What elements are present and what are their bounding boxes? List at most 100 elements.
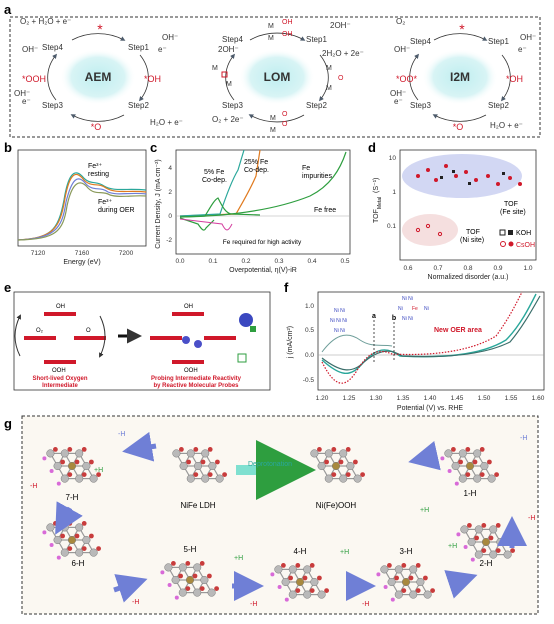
- g-side-h-4: -H: [250, 601, 257, 608]
- i2m-title: I2M: [450, 70, 470, 84]
- svg-text:M: M: [268, 23, 274, 30]
- g-side-h-1: -H: [30, 483, 37, 490]
- f-mark-b: b: [392, 315, 396, 322]
- lom-step2: Step2: [306, 101, 327, 110]
- aem-step1: Step1: [128, 43, 149, 52]
- panel-c-label: c: [150, 140, 157, 155]
- i2m-corner-e: e⁻: [394, 97, 403, 106]
- lom-title: LOM: [264, 70, 291, 84]
- svg-text:OOH: OOH: [52, 368, 66, 374]
- aem-step4: Step4: [42, 43, 63, 52]
- svg-text:Ni Ni: Ni Ni: [334, 328, 345, 334]
- svg-text:M: M: [326, 85, 332, 92]
- c-xtick-3: 0.3: [274, 258, 283, 265]
- panel-e-scheme: OH O₂ O OOH OH OOH Short-lived Oxygen In…: [13, 291, 271, 391]
- d-tof-ni: TOF: [466, 229, 480, 236]
- g-cluster: [160, 561, 220, 600]
- aem-corner-o2: O₂ + H₂O + e⁻: [20, 17, 71, 26]
- d-ylabel-unit: (S⁻¹): [373, 178, 380, 193]
- g-nife-ldh: NiFe LDH: [180, 501, 215, 510]
- aem-corner-oh1: OH⁻: [22, 45, 38, 54]
- c-ytick-0: 4: [168, 165, 172, 172]
- g-minus-h-2: -H: [520, 435, 527, 442]
- svg-text:Ni: Ni: [398, 306, 403, 312]
- i2m-step4: Step4: [410, 37, 431, 46]
- c-ann-25fe: 25% Fe: [244, 159, 268, 166]
- d-xtick-2: 0.8: [463, 265, 472, 272]
- g-state-2h: 2-H: [480, 559, 493, 568]
- d-tof-fe-site: (Fe site): [500, 209, 526, 216]
- aem-corner-oh2: OH⁻: [162, 33, 178, 42]
- g-state-3h: 3-H: [400, 547, 413, 556]
- g-side-h-3: -H: [362, 601, 369, 608]
- d-xtick-4: 1.0: [523, 265, 532, 272]
- e-cap2b: by Reactive Molecular Probes: [153, 383, 239, 389]
- i2m-o: *O: [453, 122, 464, 132]
- g-cluster: [376, 563, 435, 602]
- g-cluster: [440, 447, 499, 486]
- b-xtick-1: 7160: [75, 250, 90, 257]
- f-xlabel: Potential (V) vs. RHE: [397, 405, 463, 412]
- svg-text:M: M: [226, 81, 232, 88]
- lom-corner-2oh-b: 2OH⁻: [330, 21, 351, 30]
- aem-cycle: AEM * O₂ + H₂O + e⁻ OH⁻ OH⁻ e⁻ e⁻ OH⁻ H₂…: [14, 17, 183, 132]
- e-cap1b: Intermediate: [42, 383, 78, 389]
- i2m-star: *: [459, 21, 465, 37]
- panel-a-frame: [9, 16, 541, 138]
- d-ytick-0: 10: [389, 155, 397, 162]
- svg-text:M: M: [212, 65, 218, 72]
- g-cluster: [310, 447, 365, 483]
- svg-text:O₂: O₂: [36, 328, 44, 334]
- g-plus-h-2: +H: [234, 555, 243, 562]
- aem-step2: Step2: [128, 101, 149, 110]
- panel-c-plot: 5% Fe Co-dep. 25% Fe Co-dep. Fe impuriti…: [155, 149, 351, 274]
- c-xtick-0: 0.0: [175, 258, 184, 265]
- panel-d-label: d: [368, 140, 376, 155]
- f-xtick-1: 1.25: [343, 395, 356, 402]
- f-xtick-5: 1.45: [451, 395, 464, 402]
- c-ann-5fe: 5% Fe: [204, 169, 224, 176]
- aem-title: AEM: [85, 70, 112, 84]
- aem-o: *O: [91, 122, 102, 132]
- d-ylabel-sub: Metal: [377, 197, 383, 209]
- g-state-4h: 4-H: [294, 547, 307, 556]
- i2m-extra-e: e⁻: [518, 45, 527, 54]
- svg-text:OOH: OOH: [184, 368, 198, 374]
- c-xtick-1: 0.1: [208, 258, 217, 265]
- c-xtick-4: 0.4: [307, 258, 316, 265]
- c-ann-fe: Fe: [302, 165, 310, 172]
- panel-g-frame: [21, 415, 539, 615]
- g-plus-h-4: +H: [448, 543, 457, 550]
- g-plus-h-1: +H: [94, 467, 103, 474]
- i2m-oo: *OO*: [396, 74, 418, 84]
- g-state-1h: 1-H: [464, 489, 477, 498]
- b-xtick-2: 7200: [119, 250, 134, 257]
- g-minus-h-1: -H: [118, 431, 125, 438]
- f-ann-new: New OER area: [434, 327, 482, 334]
- panel-e-label: e: [4, 280, 11, 295]
- i2m-extra-h2o: H₂O + e⁻: [490, 121, 523, 130]
- g-cluster: [42, 447, 101, 486]
- i2m-cycle: I2M * O₂ OH⁻ OH⁻ e⁻ e⁻ OH⁻ H₂O + e⁻ Step…: [390, 17, 536, 132]
- i2m-extra-oh: OH⁻: [390, 89, 406, 98]
- svg-text:OH: OH: [184, 304, 193, 310]
- svg-text:OH: OH: [282, 31, 293, 38]
- g-nifeooh: Ni(Fe)OOH: [316, 501, 357, 510]
- panel-d-plot: TOF (Fe site) TOF (Ni site) KOH CsOH 0.6…: [373, 149, 537, 281]
- panel-g-label: g: [4, 416, 12, 431]
- f-xtick-0: 1.20: [316, 395, 329, 402]
- svg-text:O: O: [86, 328, 91, 334]
- svg-text:M: M: [326, 65, 332, 72]
- g-state-6h: 6-H: [72, 559, 85, 568]
- aem-extra-h2o: H₂O + e⁻: [150, 118, 183, 127]
- b-xtick-0: 7120: [31, 250, 46, 257]
- lom-step4: Step4: [222, 35, 243, 44]
- b-xlabel: Energy (eV): [63, 259, 100, 266]
- g-molecules: [42, 447, 515, 602]
- f-xtick-8: 1.60: [532, 395, 545, 402]
- d-legend-koh: KOH: [516, 230, 531, 237]
- g-plus-h-5: +H: [420, 507, 429, 514]
- svg-text:Ni Ni: Ni Ni: [334, 308, 345, 314]
